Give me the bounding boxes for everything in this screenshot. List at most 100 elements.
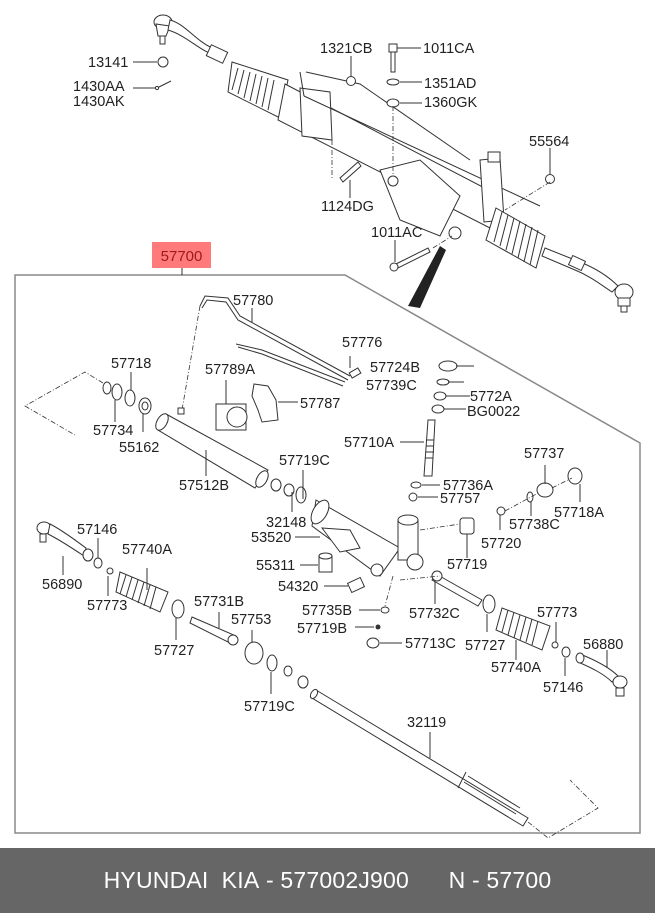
- washer-57724b[interactable]: [438, 360, 458, 372]
- label-57736a: 57736A: [443, 478, 493, 494]
- washer-1351ad[interactable]: [386, 78, 400, 86]
- nut-57720[interactable]: [496, 506, 506, 516]
- plug-57737[interactable]: [536, 482, 554, 498]
- seal-small-b[interactable]: [297, 675, 309, 689]
- label-56880: 56880: [583, 637, 623, 653]
- label-1011ca: 1011CA: [423, 41, 475, 57]
- label-57720: 57720: [481, 536, 521, 552]
- inner-tie-rod-57732c[interactable]: [431, 570, 483, 607]
- label-57738c: 57738C: [509, 517, 560, 533]
- nut-57146-right[interactable]: [561, 646, 571, 658]
- o-ring-57738c[interactable]: [526, 491, 534, 503]
- nut-57146-left[interactable]: [93, 557, 103, 569]
- label-57727-left: 57727: [154, 643, 194, 659]
- label-55162: 55162: [119, 440, 159, 456]
- tie-rod-end-56880[interactable]: [575, 652, 628, 697]
- clip-57773-left[interactable]: [106, 567, 114, 575]
- connector-57776[interactable]: [348, 367, 362, 379]
- bolt-1011ac[interactable]: [389, 247, 431, 272]
- arrow-pointer: [408, 246, 446, 308]
- clamp-57787[interactable]: [251, 383, 279, 423]
- label-57146-right: 57146: [543, 680, 583, 696]
- label-57773-left: 57773: [87, 598, 127, 614]
- footer-part-number: 577002J900: [280, 867, 410, 893]
- rack-stop-57753[interactable]: [244, 641, 264, 665]
- label-57732c: 57732C: [409, 606, 460, 622]
- boot-57740a-right[interactable]: [495, 607, 551, 651]
- nut-1321cb[interactable]: [346, 76, 356, 86]
- nut-55564[interactable]: [545, 174, 555, 184]
- label-57757: 57757: [440, 491, 480, 507]
- callout-lines-top: [133, 47, 551, 262]
- label-32148: 32148: [266, 515, 306, 531]
- tie-rod-end-right-top[interactable]: [541, 247, 634, 313]
- nut-bg0022[interactable]: [431, 404, 445, 414]
- boot-57740a-left[interactable]: [115, 571, 169, 613]
- bolt-1011ca[interactable]: [388, 43, 398, 73]
- bolt-1124dg[interactable]: [339, 161, 362, 183]
- nut-13141[interactable]: [157, 56, 169, 68]
- seal-57718[interactable]: [124, 389, 136, 407]
- bushing-55311[interactable]: [318, 552, 333, 573]
- nut-57735b[interactable]: [380, 606, 390, 614]
- washer-5772a[interactable]: [433, 391, 447, 401]
- label-1351ad: 1351AD: [424, 76, 476, 92]
- label-57718a: 57718A: [554, 505, 604, 521]
- nut-57713c[interactable]: [366, 637, 380, 649]
- boot-right-top[interactable]: [485, 207, 546, 269]
- label-57735b: 57735B: [302, 603, 352, 619]
- tie-rod-end-56890[interactable]: [36, 521, 94, 562]
- title-box-label: 57700: [161, 248, 203, 265]
- seal-57734[interactable]: [102, 381, 123, 401]
- band-57727-right[interactable]: [482, 594, 496, 614]
- boot-left-top[interactable]: [227, 61, 289, 119]
- clip-57773-right[interactable]: [551, 641, 559, 649]
- gasket-57718a[interactable]: [567, 467, 583, 485]
- label-57731b: 57731B: [194, 594, 244, 610]
- assembly-57700-box: [14, 267, 641, 834]
- footer-brand: HYUNDAI KIA: [103, 867, 260, 893]
- washer-small-a[interactable]: [283, 665, 293, 677]
- bushing-54320[interactable]: [346, 576, 366, 594]
- o-ring-57719c-bottom[interactable]: [266, 654, 278, 672]
- label-57719c-top: 57719C: [279, 453, 330, 469]
- o-ring-57719c-top[interactable]: [295, 486, 307, 504]
- pipe-57780[interactable]: [199, 295, 351, 387]
- seal-32148[interactable]: [270, 478, 295, 497]
- label-57789a: 57789A: [205, 362, 255, 378]
- inner-tie-rod-57731b[interactable]: [189, 616, 239, 646]
- nut-57719b[interactable]: [375, 624, 381, 630]
- label-57787: 57787: [300, 396, 340, 412]
- label-13141: 13141: [88, 55, 128, 71]
- label-1360gk: 1360GK: [424, 95, 478, 111]
- label-1321cb: 1321CB: [320, 41, 372, 57]
- label-57710a: 57710A: [344, 435, 394, 451]
- rack-housing-top[interactable]: [277, 71, 541, 240]
- tie-rod-end-left-top[interactable]: [153, 14, 229, 64]
- label-5772a: 5772A: [470, 389, 512, 405]
- title-box-57700[interactable]: 57700: [152, 242, 211, 268]
- label-56890: 56890: [42, 577, 82, 593]
- band-57727-left[interactable]: [171, 599, 185, 619]
- callout-lines-exploded: [62, 308, 608, 758]
- label-57724b: 57724B: [370, 360, 420, 376]
- footer-separator: -: [259, 867, 281, 893]
- label-57719c-bottom: 57719C: [244, 699, 295, 715]
- pinion-57710a[interactable]: [423, 419, 436, 477]
- label-1011ac: 1011AC: [371, 225, 422, 241]
- label-57780: 57780: [233, 293, 273, 309]
- gear-housing-53520[interactable]: [307, 497, 424, 577]
- rack-bar-32119[interactable]: [309, 688, 529, 827]
- yoke-57719[interactable]: [459, 517, 475, 535]
- label-55311: 55311: [256, 558, 295, 574]
- seal-57736a[interactable]: [410, 481, 422, 489]
- cylinder-tube-57512b[interactable]: [153, 407, 271, 489]
- cotter-pin-1430aa[interactable]: [154, 80, 172, 91]
- seal-55162[interactable]: [138, 397, 152, 415]
- footer-part-info: HYUNDAI KIA - 577002J900 N - 57700: [0, 848, 655, 913]
- nut-1360gk[interactable]: [386, 98, 400, 108]
- bearing-57757[interactable]: [408, 492, 418, 502]
- ring-57739c[interactable]: [436, 378, 450, 386]
- label-57713c: 57713C: [405, 636, 456, 652]
- bushing-57789a[interactable]: [215, 403, 248, 431]
